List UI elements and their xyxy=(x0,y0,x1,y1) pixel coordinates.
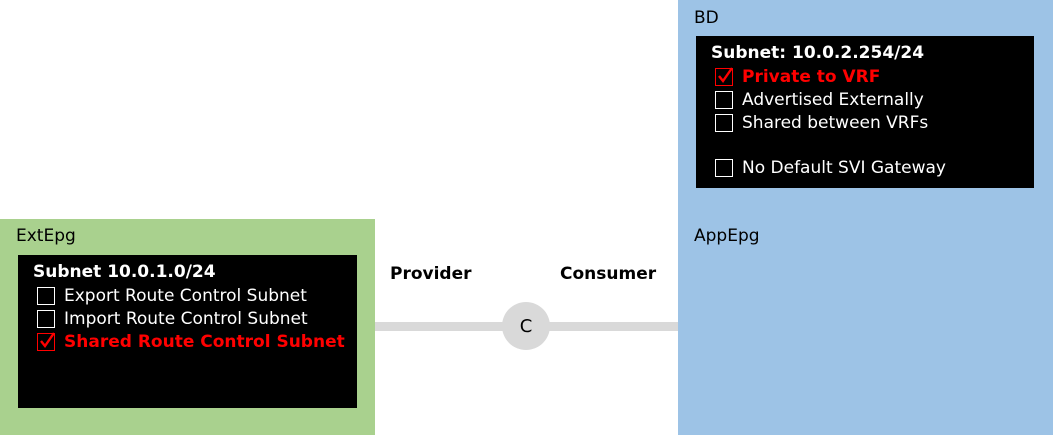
ext-epg-label: ExtEpg xyxy=(16,226,76,246)
option-label: No Default SVI Gateway xyxy=(742,157,946,178)
contract-node: C xyxy=(502,302,550,350)
option-label: Import Route Control Subnet xyxy=(64,308,308,329)
option-label: Shared Route Control Subnet xyxy=(64,331,345,352)
option-label: Shared between VRFs xyxy=(742,112,929,133)
contract-symbol: C xyxy=(519,315,533,337)
checkbox-unchecked-icon xyxy=(715,158,733,177)
bd-app-epg-region: BD Subnet: 10.0.2.254/24 Private to VRF … xyxy=(678,0,1053,435)
shared-between-vrfs-option: Shared between VRFs xyxy=(711,111,1034,134)
checkbox-checked-icon xyxy=(715,66,733,86)
checkbox-checked-icon xyxy=(37,331,55,351)
bd-subnet-box: Subnet: 10.0.2.254/24 Private to VRF Adv… xyxy=(696,36,1034,188)
checkbox-unchecked-icon xyxy=(37,309,55,328)
ext-epg-subnet-title: Subnet 10.0.1.0/24 xyxy=(33,262,216,282)
bd-subnet-title: Subnet: 10.0.2.254/24 xyxy=(711,43,925,63)
option-label: Advertised Externally xyxy=(742,89,924,110)
provider-label: Provider xyxy=(390,264,472,284)
option-label: Private to VRF xyxy=(742,66,881,87)
private-to-vrf-option: Private to VRF xyxy=(711,65,1034,88)
consumer-label: Consumer xyxy=(560,264,657,284)
checkbox-unchecked-icon xyxy=(715,113,733,132)
shared-route-control-option: Shared Route Control Subnet xyxy=(33,330,357,353)
advertised-externally-option: Advertised Externally xyxy=(711,88,1034,111)
app-epg-label: AppEpg xyxy=(694,226,760,246)
checkbox-unchecked-icon xyxy=(37,286,55,305)
ext-epg-region: ExtEpg Subnet 10.0.1.0/24 Export Route C… xyxy=(0,219,375,435)
checkbox-unchecked-icon xyxy=(715,90,733,109)
export-route-control-option: Export Route Control Subnet xyxy=(33,284,357,307)
import-route-control-option: Import Route Control Subnet xyxy=(33,307,357,330)
checkmark-icon xyxy=(718,66,733,83)
checkmark-icon xyxy=(40,331,55,348)
no-default-svi-gateway-option: No Default SVI Gateway xyxy=(711,156,1034,179)
ext-epg-subnet-box: Subnet 10.0.1.0/24 Export Route Control … xyxy=(18,255,357,408)
bd-label: BD xyxy=(694,8,719,28)
option-label: Export Route Control Subnet xyxy=(64,285,307,306)
